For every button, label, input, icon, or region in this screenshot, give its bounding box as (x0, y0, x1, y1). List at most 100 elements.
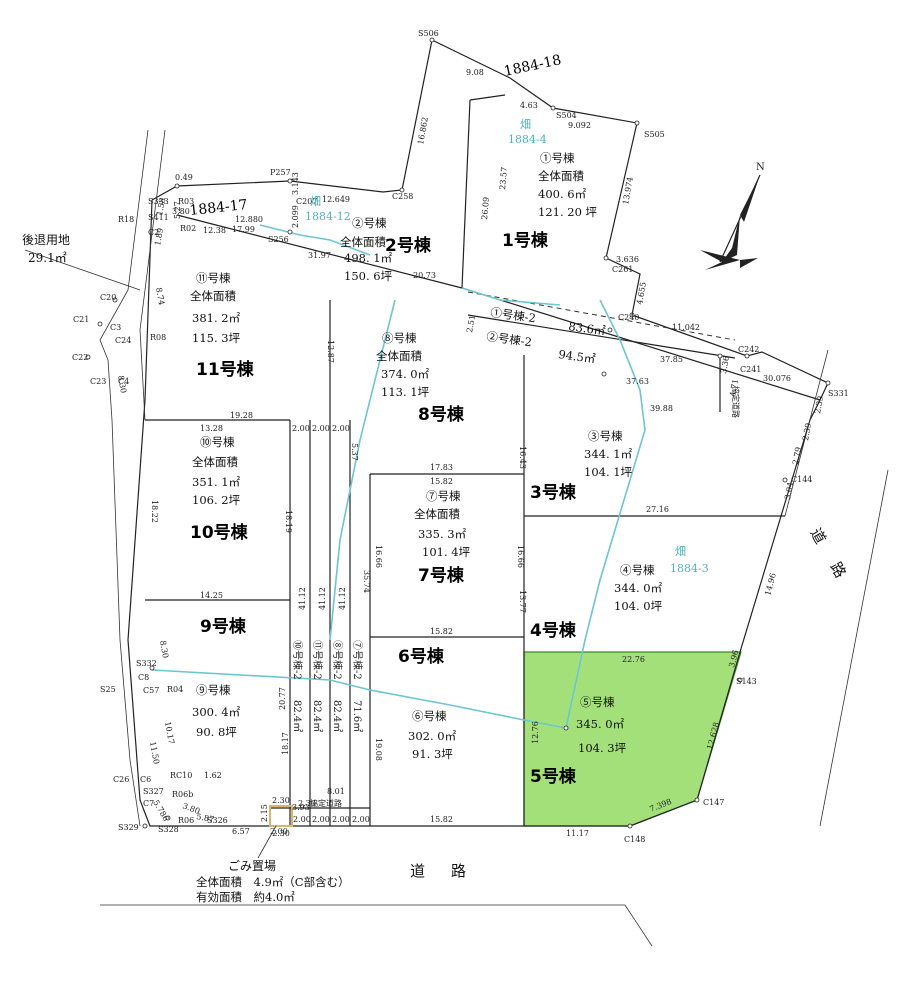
trash-area[interactable] (269, 805, 293, 827)
point-label: C57 (143, 686, 159, 695)
dimension-label: 2.30 (298, 799, 316, 808)
parcel-big-label: 7号棟 (418, 565, 465, 586)
point-label: C8 (138, 673, 149, 682)
parcel-area: 302. 0㎡ (408, 729, 457, 743)
dimension-label: 3.93 (292, 803, 310, 812)
dimension-label: 13.28 (200, 424, 223, 433)
dimension-label: 2.15 (260, 804, 269, 822)
parcel-2[interactable]: ②号棟 全体面積 498. 1㎡ 150. 6坪 2号棟 (340, 216, 432, 283)
point-label: C6 (140, 775, 151, 784)
parcel-8[interactable]: ⑧号棟 全体面積 374. 0㎡ 113. 1坪 8号棟 (376, 331, 465, 425)
parcel-number: ⑨号棟 (196, 683, 231, 697)
dimension-label: 3.143 (291, 172, 300, 195)
dimension-label: 2.00 (312, 424, 330, 433)
dimension-label: 2.00 (332, 815, 350, 824)
dimension-label: 18.22 (150, 500, 159, 523)
parcel-tsubo: 121. 20 坪 (538, 205, 598, 219)
dimension-label: 5.87 (196, 812, 215, 824)
parcel-6[interactable]: 6号棟 ⑥号棟 302. 0㎡ 91. 3坪 (398, 646, 457, 761)
parcel-number: ⑩号棟 (200, 435, 235, 449)
lot-hatake-label: 畑 (310, 195, 321, 208)
parcel-big-label: 10号棟 (190, 522, 249, 543)
dimension-label: 12.87 (326, 340, 335, 363)
parcel-4[interactable]: ④号棟 344. 0㎡ 104. 0坪 4号棟 (530, 563, 663, 641)
trash-effective-area: 有効面積 約4.0㎡ (196, 890, 295, 904)
dimension-label: 8.30 (116, 375, 128, 394)
dimension-label: 35.74 (362, 570, 371, 593)
point-label: S331 (828, 389, 849, 398)
dimension-label: 39.88 (650, 404, 673, 413)
parcel-big-label: 4号棟 (530, 620, 577, 641)
dimension-label: 16.66 (374, 545, 383, 568)
dimension-label: 3.636 (616, 255, 639, 264)
dimension-label: 37.63 (626, 377, 649, 386)
agreement-road-label: 協定道路 (731, 386, 741, 418)
lot-hatake-label: 畑 (675, 545, 686, 558)
dimension-label: 12.38 (203, 226, 226, 235)
lot-number-1884-12: 1884-12 (305, 210, 351, 223)
parcel-area-label: 全体面積 (376, 349, 422, 363)
dimension-label: 11.50 (148, 741, 161, 765)
setback-area-value: 29.1㎡ (28, 251, 67, 265)
point-label: C21 (73, 315, 89, 324)
point-labels: S506 S504 S505 C261 C240 C242 C241 S331 … (72, 29, 849, 844)
dimension-label: 2.00 (292, 424, 310, 433)
agreement-road-label: 協定道路 (310, 798, 342, 808)
dimension-label: 15.82 (430, 815, 453, 824)
dimension-label: 2.00 (293, 815, 311, 824)
lot-hatake-label: 畑 (520, 118, 531, 131)
strip-area: 82.4㎡ (311, 700, 323, 732)
dimension-label: 20.73 (413, 271, 436, 280)
lot-number-1884-3: 1884-3 (670, 562, 709, 575)
parcel-area: 351. 1㎡ (192, 475, 241, 489)
dimension-label: 11.042 (672, 323, 700, 332)
dimension-label: 16.43 (518, 446, 527, 469)
north-arrow-icon: N (700, 162, 765, 270)
parcel-3[interactable]: ③号棟 344. 1㎡ 104. 1坪 3号棟 (530, 429, 633, 503)
point-label: R04 (167, 685, 183, 694)
lot-number-1884-4: 1884-4 (508, 133, 547, 146)
dimension-label: 13.77 (518, 590, 527, 613)
dimension-label: 12.76 (531, 721, 540, 744)
parcel-11[interactable]: ⑪号棟 全体面積 381. 2㎡ 115. 3坪 11号棟 (190, 271, 255, 380)
parcel-area: 498. 1㎡ (344, 251, 393, 265)
parcel-area: 345. 0㎡ (576, 717, 625, 731)
point-label: C261 (612, 265, 633, 274)
parcel-area: 374. 0㎡ (381, 367, 430, 381)
dimension-label: 8.30 (158, 640, 170, 659)
parcel-1[interactable]: ①号棟 全体面積 400. 6㎡ 121. 20 坪 1号棟 (502, 151, 598, 251)
parcel-number: ⑤号棟 (580, 695, 615, 709)
dimension-label: 27.16 (646, 505, 669, 514)
parcel-big-label: 6号棟 (398, 646, 445, 667)
point-label: S328 (158, 825, 179, 834)
dimension-label: 19.28 (230, 411, 253, 420)
point-label: C241 (740, 365, 761, 374)
road-label: 路 (827, 559, 850, 581)
left-edges (24, 129, 166, 827)
trash-total-area: 全体面積 4.9㎡（C部含む） (196, 875, 350, 889)
parcel-area-label: 全体面積 (192, 455, 238, 469)
parcel-area-label: 全体面積 (190, 289, 236, 303)
strip-label: ⑪号棟-2 (311, 640, 324, 680)
dimension-label: 2.30 (272, 796, 290, 805)
parcel-5[interactable]: ⑤号棟 345. 0㎡ 104. 3坪 5号棟 (530, 695, 627, 787)
dimension-label: 30.076 (763, 374, 791, 383)
point-label: R08 (150, 333, 166, 342)
point-label: C3 (110, 323, 121, 332)
parcel-10[interactable]: ⑩号棟 全体面積 351. 1㎡ 106. 2坪 10号棟 (190, 435, 249, 543)
point-label: C144 (791, 475, 812, 484)
dimension-label: 6.57 (232, 827, 250, 836)
parcel-9[interactable]: 9号棟 ⑨号棟 300. 4㎡ 90. 8坪 (192, 616, 247, 739)
strip-label: ⑦号棟-2 (351, 640, 364, 680)
point-label: S143 (736, 677, 757, 686)
parcel-7[interactable]: ⑦号棟 全体面積 335. 3㎡ 101. 4坪 7号棟 (414, 489, 471, 586)
strip-label: ②号棟-2 (486, 329, 533, 349)
dimension-label: 4.63 (520, 101, 538, 110)
point-label: C20 (100, 293, 116, 302)
dimension-label: 15.82 (430, 477, 453, 486)
parcel-number: ⑦号棟 (426, 489, 461, 503)
strip-label: ①号棟-2 (490, 305, 537, 325)
dimension-label: 1.62 (204, 771, 222, 780)
parcel-area: 344. 1㎡ (584, 447, 633, 461)
dimension-label: 10.17 (163, 721, 176, 745)
